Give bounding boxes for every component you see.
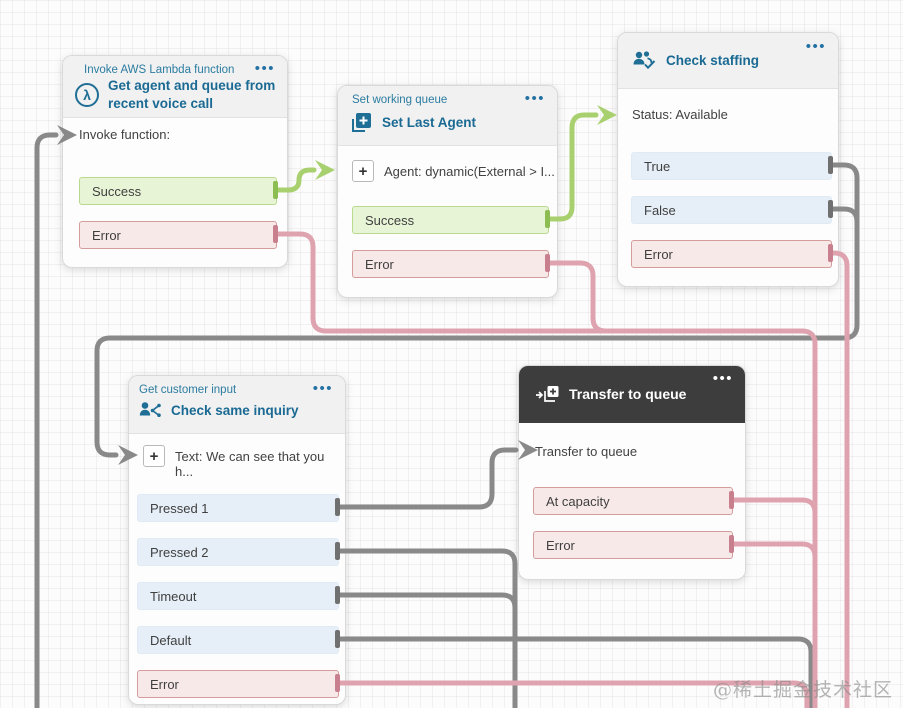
node-category: Get customer input xyxy=(139,384,237,396)
output-at-capacity[interactable]: At capacity xyxy=(533,487,733,515)
output-pressed-2[interactable]: Pressed 2 xyxy=(137,538,339,566)
node-header: ••• Transfer to queue xyxy=(519,366,745,423)
node-header: ••• Check staffing xyxy=(618,33,838,89)
output-success[interactable]: Success xyxy=(79,177,277,205)
node-transfer-to-queue[interactable]: ••• Transfer to queue Transfer to queue … xyxy=(518,365,746,580)
node-header: Invoke AWS Lambda function ••• λ Get age… xyxy=(63,56,287,118)
menu-dots-icon[interactable]: ••• xyxy=(805,38,826,55)
connector-pressed2-down xyxy=(335,548,518,708)
node-title: Transfer to queue xyxy=(569,385,687,402)
connector-pressed1-to-transfer xyxy=(335,447,519,510)
output-timeout[interactable]: Timeout xyxy=(137,582,339,610)
transfer-queue-icon xyxy=(535,384,560,404)
connector-setagent-error xyxy=(545,260,621,334)
node-header: Set working queue ••• Set Last Agent xyxy=(338,86,557,146)
connector-staffing-error-down xyxy=(828,250,850,708)
node-title: Check staffing xyxy=(666,52,760,68)
node-check-staffing[interactable]: ••• Check staffing Status: Available Tru… xyxy=(617,32,839,287)
output-error[interactable]: Error xyxy=(137,670,339,698)
node-body-text: Text: We can see that you h... xyxy=(175,449,325,479)
add-icon[interactable]: + xyxy=(143,445,165,467)
watermark: @稀土掘金技术社区 xyxy=(712,679,893,701)
node-invoke-lambda[interactable]: Invoke AWS Lambda function ••• λ Get age… xyxy=(62,55,288,268)
output-true[interactable]: True xyxy=(631,152,832,180)
output-error[interactable]: Error xyxy=(352,250,549,278)
output-false[interactable]: False xyxy=(631,196,832,224)
lambda-icon: λ xyxy=(75,82,99,107)
node-title: Set Last Agent xyxy=(382,115,477,131)
arrowhead-staffing-input xyxy=(597,105,617,125)
node-category: Invoke AWS Lambda function xyxy=(84,64,235,76)
set-queue-icon xyxy=(350,112,373,134)
output-success[interactable]: Success xyxy=(352,206,549,234)
node-title: Get agent and queue from recent voice ca… xyxy=(108,78,276,111)
menu-dots-icon[interactable]: ••• xyxy=(312,380,333,397)
node-body-text: Agent: dynamic(External > I... xyxy=(384,164,555,179)
output-error[interactable]: Error xyxy=(631,240,832,268)
output-pressed-1[interactable]: Pressed 1 xyxy=(137,494,339,522)
node-body-text: Invoke function: xyxy=(79,127,171,142)
check-staffing-icon xyxy=(632,50,657,71)
arrowhead-setagent-input xyxy=(315,160,335,180)
connector-entry-lambda xyxy=(34,132,59,708)
node-title: Check same inquiry xyxy=(171,402,299,418)
node-set-working-queue[interactable]: Set working queue ••• Set Last Agent + A… xyxy=(337,85,558,298)
menu-dots-icon[interactable]: ••• xyxy=(524,90,545,107)
node-body-text: Transfer to queue xyxy=(535,444,638,459)
menu-dots-icon[interactable]: ••• xyxy=(254,60,275,77)
node-body-text: Status: Available xyxy=(632,107,728,122)
output-default[interactable]: Default xyxy=(137,626,339,654)
node-category: Set working queue xyxy=(352,94,448,106)
customer-input-icon xyxy=(139,401,162,420)
node-header: Get customer input ••• Check same inquir… xyxy=(129,376,345,434)
output-error[interactable]: Error xyxy=(79,221,277,249)
connector-timeout-down xyxy=(335,592,518,708)
node-get-customer-input[interactable]: Get customer input ••• Check same inquir… xyxy=(128,375,346,705)
output-error[interactable]: Error xyxy=(533,531,733,559)
add-icon[interactable]: + xyxy=(352,160,374,182)
